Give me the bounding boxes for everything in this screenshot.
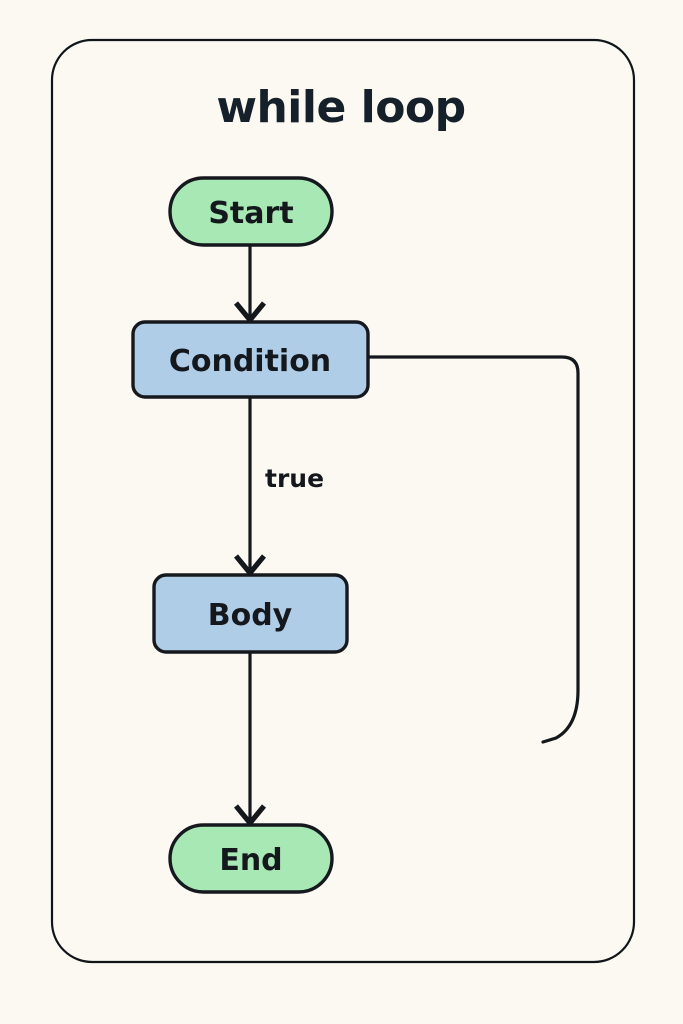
node-condition-label: Condition (169, 344, 331, 379)
node-end-label: End (219, 843, 282, 878)
node-start-label: Start (208, 196, 293, 231)
node-body-label: Body (208, 598, 293, 633)
edge-body-to-end (233, 652, 267, 828)
node-condition-shape (131, 320, 370, 399)
edge-condition-loop-back (366, 355, 580, 744)
arrowhead-start-condition (233, 301, 267, 325)
node-body-shape (152, 573, 349, 654)
node-end-shape (168, 823, 334, 894)
diagram-title: while loop (216, 82, 465, 133)
edge-start-to-condition (233, 245, 267, 325)
diagram-frame-border (50, 38, 636, 964)
arrowhead-condition-body (233, 554, 267, 578)
node-start[interactable]: Start (168, 176, 334, 247)
edge-condition-to-body (233, 397, 267, 578)
loop-back-path (366, 355, 580, 744)
node-body[interactable]: Body (152, 573, 349, 654)
node-start-shape (168, 176, 334, 247)
edge-label-true: true (265, 464, 324, 493)
arrowhead-body-end (233, 804, 267, 828)
node-end[interactable]: End (168, 823, 334, 894)
node-condition[interactable]: Condition (131, 320, 370, 399)
